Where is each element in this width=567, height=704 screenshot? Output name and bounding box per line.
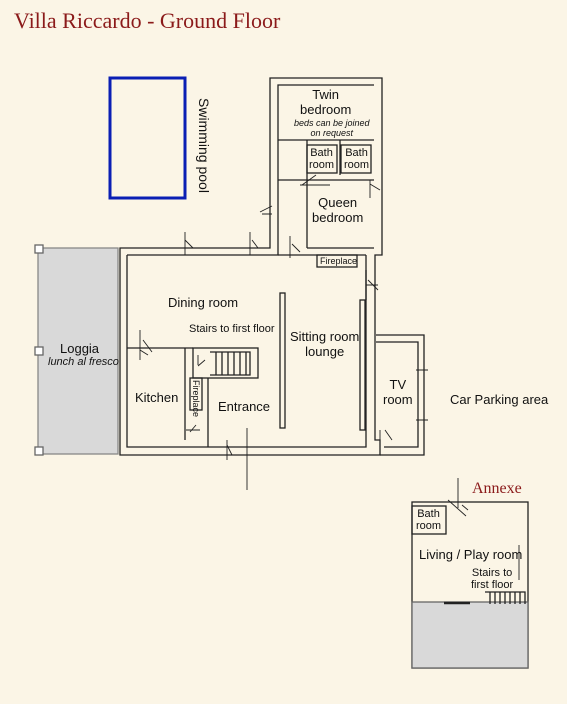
partition [359, 299, 366, 431]
stairs-steps [210, 351, 251, 376]
queen-bedroom-label: Queen bedroom [312, 195, 364, 225]
loggia-note: lunch al fresco [48, 356, 119, 368]
annexe-title: Annexe [472, 480, 522, 497]
loggia-column [34, 244, 44, 254]
sitting-room-label: Sitting room lounge [290, 329, 360, 359]
bath-room-1-label: Bath room [309, 147, 335, 171]
stairs-first-floor-label: Stairs to first floor [189, 323, 275, 335]
swimming-pool [108, 76, 187, 200]
door-swing [139, 349, 149, 356]
annexe-stairs [485, 591, 526, 604]
fireplace-label: Fireplace [320, 256, 358, 266]
loggia-column [34, 446, 44, 456]
door-swing [249, 232, 259, 255]
annexe-bath [411, 505, 447, 535]
bath-room-1 [306, 144, 338, 174]
kitchen-fireplace-label: Fireplace [191, 380, 201, 418]
entrance-label: Entrance [218, 399, 271, 414]
bath-room-2 [340, 144, 372, 174]
loggia-column [34, 346, 44, 356]
annexe-bath-label: Bath room [416, 508, 442, 532]
tv-room [376, 334, 425, 456]
door-swing [289, 236, 301, 258]
door-swing [186, 424, 200, 433]
door-swing [416, 369, 428, 421]
living-play-room-label: Living / Play room [419, 547, 523, 562]
main-inner-wall [127, 84, 374, 256]
door-swing [366, 279, 379, 291]
swimming-pool-label: Swimming pool [196, 98, 212, 193]
annexe-stairs-label: Stairs to first floor [471, 567, 514, 591]
partition [279, 292, 286, 429]
door-swing [447, 478, 469, 517]
main-outer-wall [119, 77, 383, 456]
annexe-shade [411, 601, 529, 669]
door-swing [139, 330, 153, 360]
door-swing [197, 355, 206, 367]
car-parking-label: Car Parking area [450, 392, 549, 407]
kitchen-fireplace [189, 377, 203, 411]
door-swing [379, 429, 393, 445]
kitchen-label: Kitchen [135, 390, 179, 405]
bath-room-2-label: Bath room [344, 147, 370, 171]
beds-note: beds can be joined on request [294, 118, 370, 138]
door-swing [300, 174, 330, 186]
door-swing [240, 428, 256, 490]
door-swing [226, 440, 233, 460]
dining-room-label: Dining room [168, 295, 239, 310]
loggia-area [37, 247, 119, 455]
door-swing [184, 232, 194, 255]
twin-bedroom-label: Twin bedroom [300, 87, 352, 117]
stairs [192, 347, 259, 379]
door-swing [259, 205, 273, 215]
loggia-label: Loggia [60, 341, 100, 356]
page-title: Villa Riccardo - Ground Floor [14, 8, 281, 33]
door-swing [369, 180, 381, 198]
tv-room-label: TV room [383, 377, 413, 407]
